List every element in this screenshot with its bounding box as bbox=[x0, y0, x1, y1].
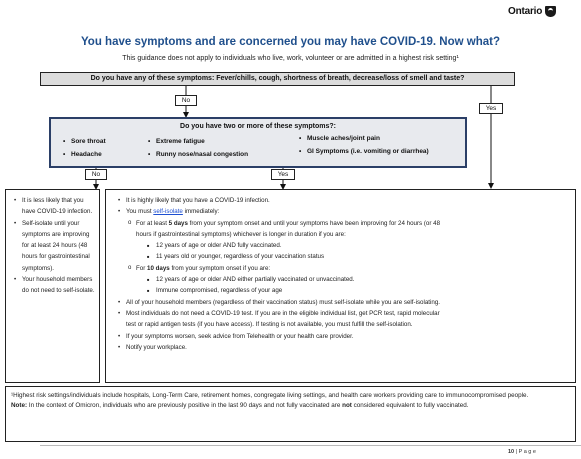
emphasis: 5 days bbox=[168, 219, 188, 227]
list-item: Notify your workplace. bbox=[118, 342, 571, 354]
sub-sub-list-item: 11 years old or younger, regardless of y… bbox=[147, 251, 571, 263]
note-label: Note: bbox=[11, 401, 28, 409]
symptom-item: Headache bbox=[63, 151, 102, 158]
q2-no-label: No bbox=[85, 169, 107, 180]
logo-text: Ontario bbox=[508, 6, 543, 17]
symptom-item: GI Symptoms (i.e. vomiting or diarrhea) bbox=[299, 148, 429, 155]
sub-sub-list-item: 12 years of age or older AND either part… bbox=[147, 274, 571, 286]
symptom-item: Extreme fatigue bbox=[148, 138, 205, 145]
list-item: Self-isolate until your symptoms are imp… bbox=[14, 218, 95, 274]
question-primary-symptoms: Do you have any of these symptoms: Fever… bbox=[40, 72, 515, 86]
list-item: You must self-isolate immediately: bbox=[118, 206, 571, 218]
sub-list-item: For 10 days from your symptom onset if y… bbox=[128, 263, 571, 275]
footnotes-box: ¹Highest risk settings/individuals inclu… bbox=[5, 386, 576, 442]
list-item: It is highly likely that you have a COVI… bbox=[118, 195, 571, 207]
text-fragment: considered equivalent to fully vaccinate… bbox=[351, 401, 469, 409]
question-secondary-symptoms: Do you have two or more of these symptom… bbox=[49, 117, 467, 168]
outcome-highly-likely: It is highly likely that you have a COVI… bbox=[105, 189, 576, 383]
text-fragment: from your symptom onset and until your s… bbox=[187, 219, 441, 227]
footer-divider bbox=[40, 445, 581, 446]
page-label: | P a g e bbox=[515, 449, 536, 455]
text-fragment: hours if gastrointestinal symptoms) whic… bbox=[136, 230, 346, 238]
text-fragment: from your symptom onset if you are: bbox=[169, 264, 271, 272]
self-isolate-link[interactable]: self-isolate bbox=[153, 208, 183, 216]
text-fragment: Most individuals do not need a COVID-19 … bbox=[126, 309, 440, 317]
sub-list-item: For at least 5 days from your symptom on… bbox=[128, 218, 571, 241]
text-fragment: For bbox=[136, 264, 148, 272]
page-number: 10 | P a g e bbox=[508, 449, 536, 455]
symptom-item: Muscle aches/joint pain bbox=[299, 135, 380, 142]
list-item: It is less likely that you have COVID-19… bbox=[14, 195, 95, 218]
note: Note: In the context of Omicron, individ… bbox=[11, 401, 570, 411]
page-title: You have symptoms and are concerned you … bbox=[80, 36, 500, 48]
page-subtitle: This guidance does not apply to individu… bbox=[122, 55, 459, 62]
ontario-logo: Ontario bbox=[508, 6, 557, 17]
q1-no-label: No bbox=[175, 95, 197, 106]
outcome-less-likely: It is less likely that you have COVID-19… bbox=[5, 189, 100, 383]
list-item: Your household members do not need to se… bbox=[14, 274, 95, 297]
page-number-value: 10 bbox=[508, 449, 515, 455]
q2-yes-label: Yes bbox=[271, 169, 295, 180]
text-fragment: immediately: bbox=[182, 208, 220, 216]
trillium-icon bbox=[545, 6, 557, 17]
footnote: ¹Highest risk settings/individuals inclu… bbox=[11, 392, 529, 399]
emphasis: not bbox=[342, 401, 352, 409]
text-fragment: For at least bbox=[136, 219, 169, 227]
text-fragment: You must bbox=[126, 208, 154, 216]
text-fragment: In the context of Omicron, individuals w… bbox=[27, 401, 343, 409]
list-item: If your symptoms worsen, seek advice fro… bbox=[118, 331, 571, 343]
q2-title: Do you have two or more of these symptom… bbox=[180, 123, 336, 130]
text-fragment: test or rapid antigen tests (if you have… bbox=[126, 321, 413, 329]
sub-sub-list-item: 12 years of age or older AND fully vacci… bbox=[147, 240, 571, 252]
q1-yes-label: Yes bbox=[479, 103, 503, 114]
list-item: Most individuals do not need a COVID-19 … bbox=[118, 308, 571, 331]
symptom-item: Sore throat bbox=[63, 138, 106, 145]
symptom-item: Runny nose/nasal congestion bbox=[148, 151, 248, 158]
sub-sub-list-item: Immune compromised, regardless of your a… bbox=[147, 285, 571, 297]
emphasis: 10 days bbox=[147, 264, 170, 272]
list-item: All of your household members (regardles… bbox=[118, 297, 571, 309]
